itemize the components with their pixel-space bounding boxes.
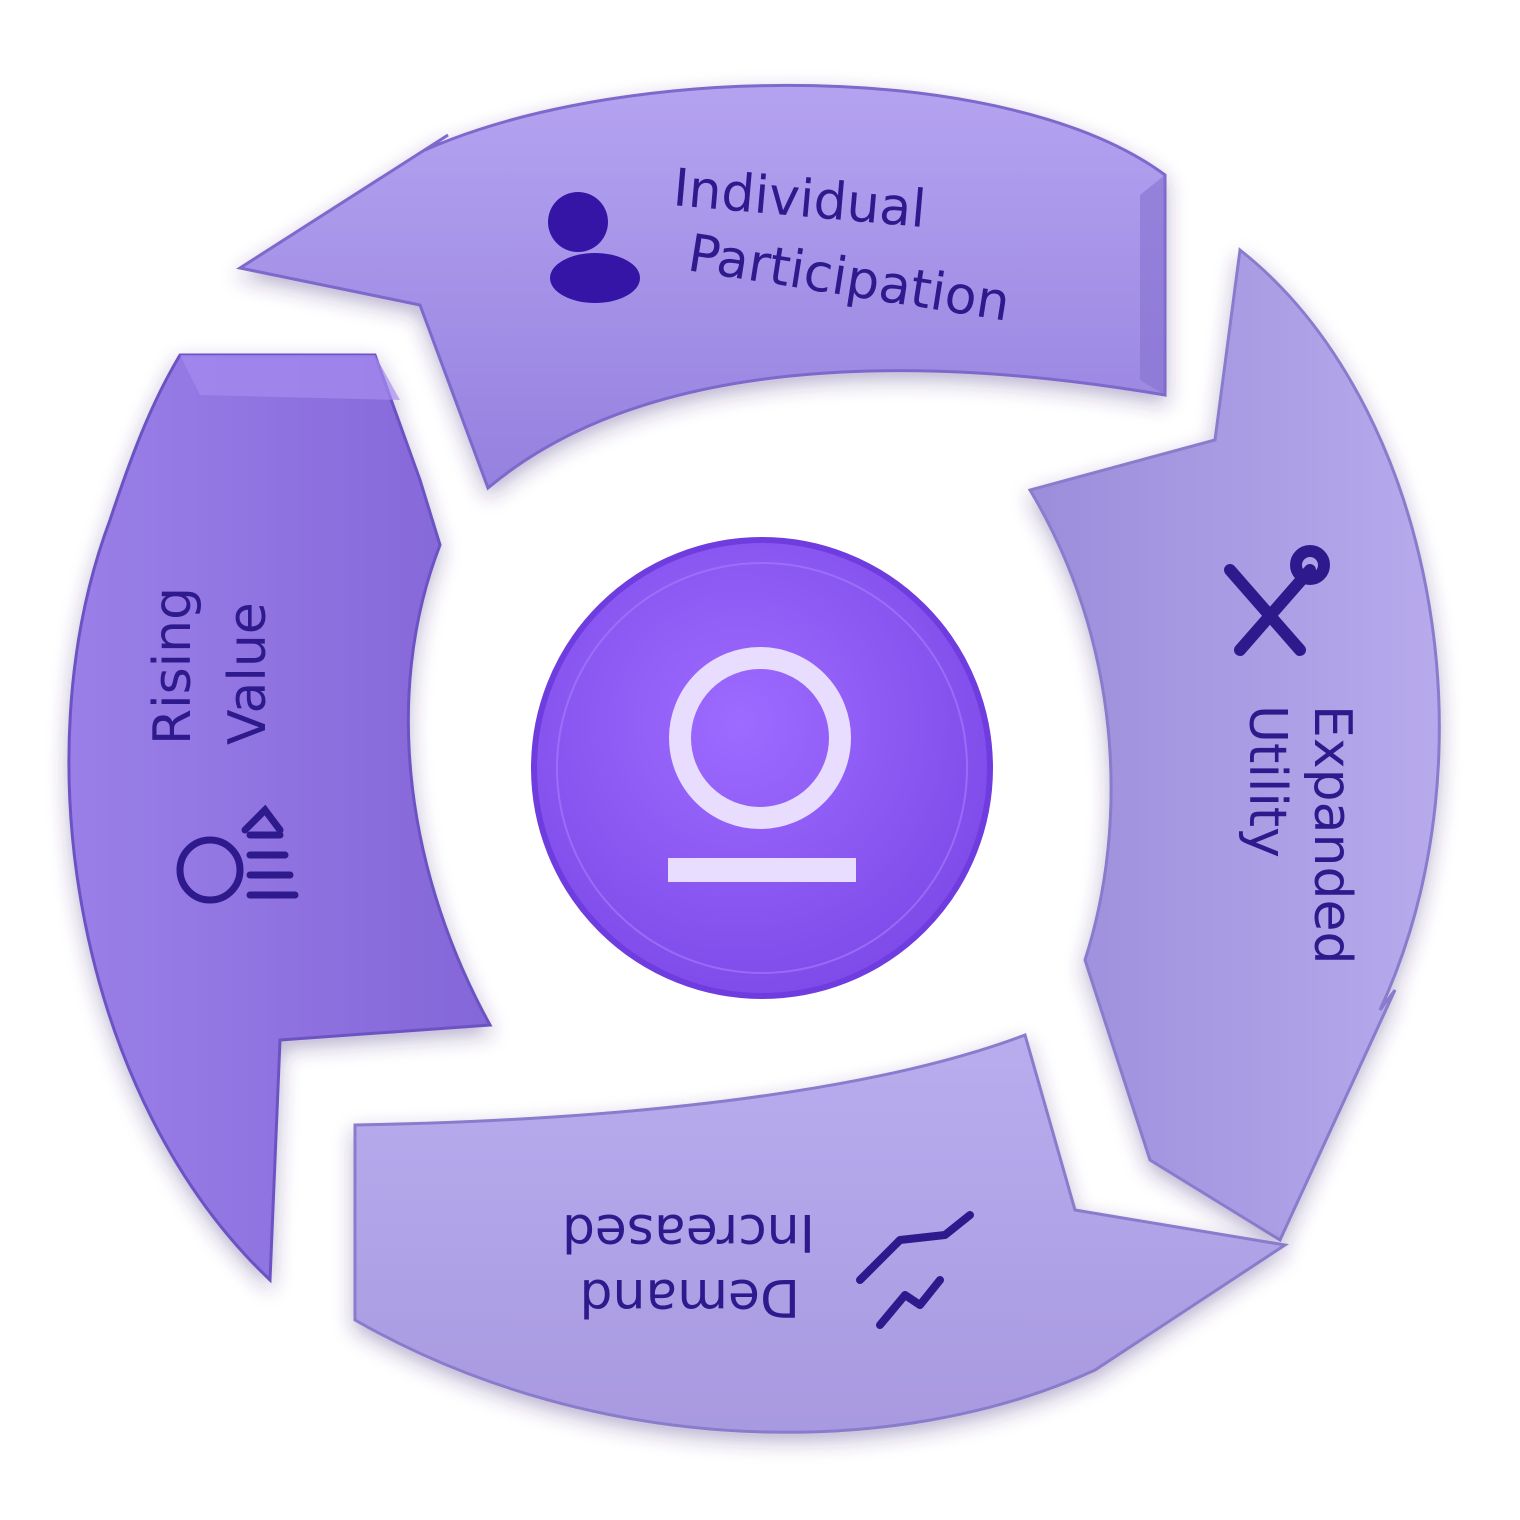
arrow-individual-participation [236,83,1167,491]
label-demand: Demand [579,1267,800,1327]
label-value: Value [218,602,278,745]
person-icon [548,192,640,303]
label-utility: Utility [1237,705,1297,858]
rising-coins-icon [176,804,299,904]
label-increased: Increased [562,1202,815,1262]
hand-demand-icon [856,1211,974,1329]
tools-icon [1224,545,1330,656]
label-rising: Rising [143,587,203,745]
arrow-increased-demand [353,1033,1290,1434]
arrow-expanded-utility [1027,247,1441,1243]
token-logo-icon [668,647,856,882]
center-coin [531,537,993,999]
label-expanded: Expanded [1302,705,1362,964]
arrow-rising-value [67,353,493,1284]
